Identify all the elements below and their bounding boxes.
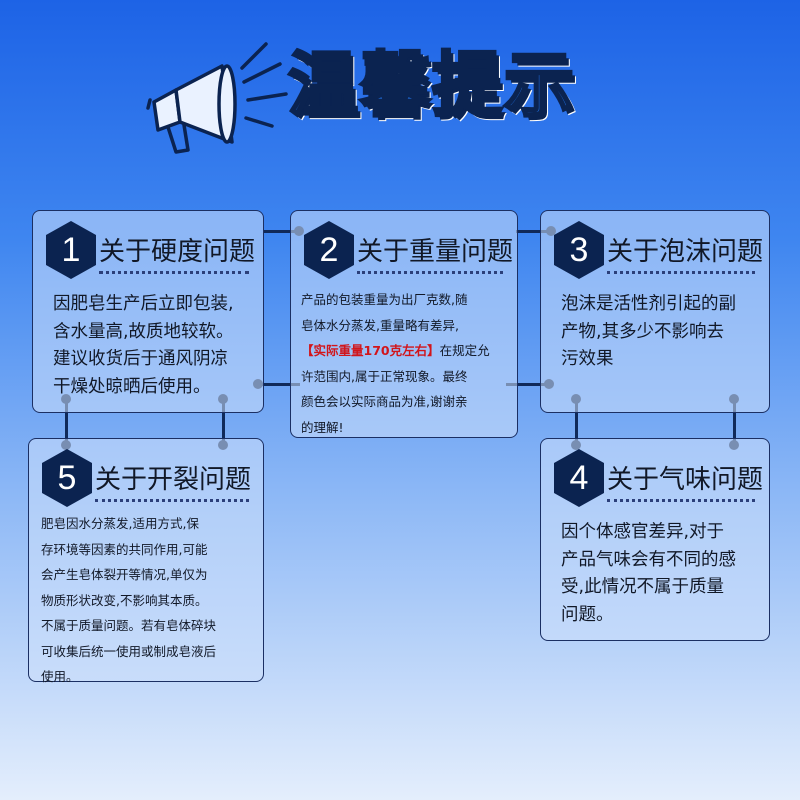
card-title: 关于气味问题 (607, 465, 764, 495)
dotted-divider (607, 499, 755, 502)
connector-line (575, 398, 578, 446)
card-body: 因肥皂生产后立即包装, 含水量高,故质地较软。 建议收货后于通风阴凉 干燥处晾晒… (53, 294, 234, 397)
dotted-divider (357, 271, 503, 274)
connector-line (65, 398, 68, 446)
card-body: 因个体感官差异,对于 产品气味会有不同的感 受,此情况不属于质量 问题。 (561, 522, 736, 625)
number-badge: 3 (551, 219, 607, 281)
card-title: 关于硬度问题 (99, 237, 256, 267)
badge-number: 2 (319, 231, 339, 269)
card-body: 泡沫是活性剂引起的副 产物,其多少不影响去 污效果 (561, 294, 736, 369)
page-title: 温馨提示 (287, 44, 576, 126)
connector-line (506, 383, 548, 386)
number-badge: 2 (301, 219, 357, 281)
card-body: 肥皂因水分蒸发,适用方式,保 存环境等因素的共同作用,可能 会产生皂体裂开等情况… (41, 516, 217, 684)
number-badge: 5 (39, 447, 95, 509)
connector-line (222, 398, 225, 446)
connector-line (264, 230, 298, 233)
connector-line (733, 398, 736, 446)
number-badge: 1 (43, 219, 99, 281)
badge-number: 1 (61, 231, 81, 269)
card-body: 产品的包装重量为出厂克数,随 皂体水分蒸发,重量略有差异, 【实际重量170克左… (301, 287, 505, 440)
badge-number: 5 (57, 459, 77, 497)
card-body-text: 在规定允 许范围内,属于正常现象。最终 颜色会以实际商品为准,谢谢亲 的理解! (301, 343, 490, 435)
connector-line (516, 230, 550, 233)
number-badge: 4 (551, 447, 607, 509)
tip-card-cracking: 5 关于开裂问题 肥皂因水分蒸发,适用方式,保 存环境等因素的共同作用,可能 会… (28, 438, 264, 684)
dotted-divider (95, 499, 249, 502)
tip-card-weight: 2 关于重量问题 产品的包装重量为出厂克数,随 皂体水分蒸发,重量略有差异, 【… (290, 210, 518, 438)
card-title: 关于开裂问题 (95, 465, 252, 495)
tip-card-hardness: 1 关于硬度问题 因肥皂生产后立即包装, 含水量高,故质地较软。 建议收货后于通… (32, 210, 264, 413)
connector-line (256, 383, 300, 386)
tip-card-smell: 4 关于气味问题 因个体感官差异,对于 产品气味会有不同的感 受,此情况不属于质… (540, 438, 770, 641)
tip-card-foam: 3 关于泡沫问题 泡沫是活性剂引起的副 产物,其多少不影响去 污效果 (540, 210, 770, 413)
card-body-text: 产品的包装重量为出厂克数,随 皂体水分蒸发,重量略有差异, (301, 292, 468, 333)
dotted-divider (607, 271, 755, 274)
badge-number: 3 (569, 231, 589, 269)
weight-highlight: 【实际重量170克左右】 (301, 343, 440, 358)
card-title: 关于重量问题 (357, 237, 514, 267)
card-title: 关于泡沫问题 (607, 237, 764, 267)
badge-number: 4 (569, 459, 589, 497)
dotted-divider (99, 271, 249, 274)
megaphone-icon (140, 30, 290, 164)
